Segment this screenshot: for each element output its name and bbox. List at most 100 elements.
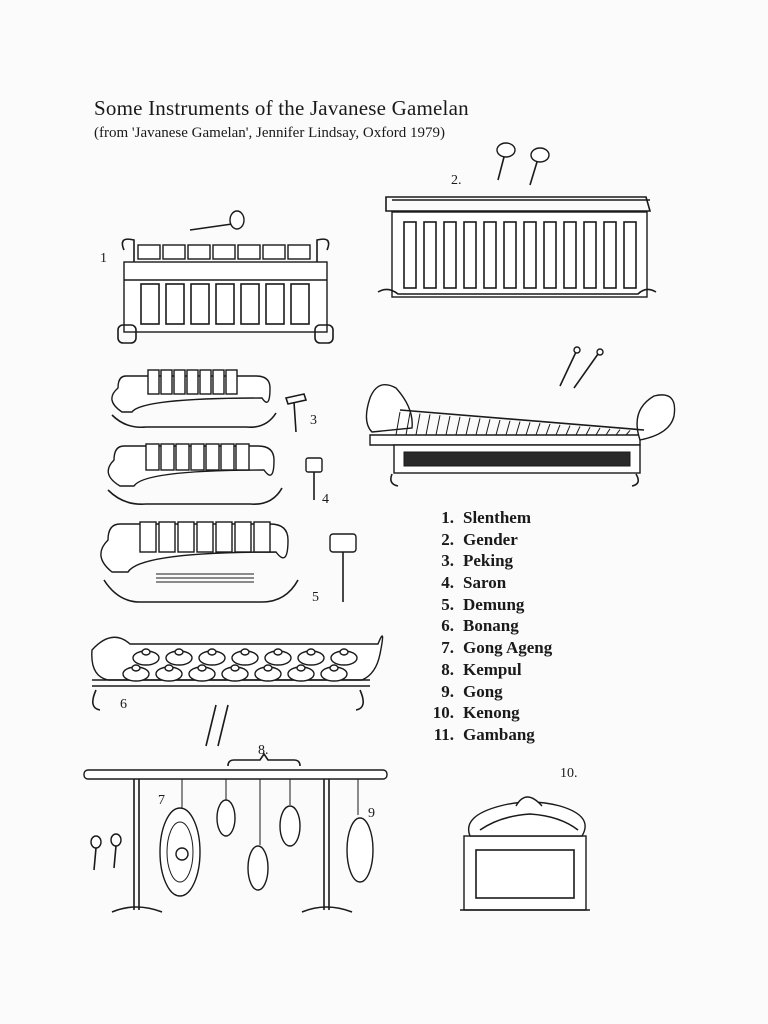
slenthem-resonator <box>240 283 260 325</box>
demung-key <box>139 521 157 553</box>
slenthem-resonator <box>190 283 210 325</box>
demung-key <box>253 521 271 553</box>
slenthem-resonator <box>140 283 160 325</box>
gambang-slat <box>595 427 601 436</box>
bonang-kettle-boss <box>230 664 240 672</box>
legend-number: 11. <box>433 724 454 744</box>
slenthem-key <box>187 244 211 260</box>
slenthem-resonator <box>265 283 285 325</box>
bonang-kettle-boss <box>296 664 306 672</box>
peking-drawing <box>111 369 308 433</box>
gambang-slat <box>585 426 591 436</box>
figure-label-2: 2. <box>451 173 462 188</box>
bonang-kettle-boss <box>263 664 273 672</box>
gender-resonator <box>623 221 637 289</box>
gambang-slat <box>455 416 461 436</box>
figure-label-9: 9 <box>368 806 375 821</box>
bonang-kettle-boss <box>339 648 349 656</box>
saron-key <box>190 443 205 471</box>
gender-resonator <box>443 221 457 289</box>
legend-item: 11. Gambang <box>420 725 552 747</box>
legend-item: 10. Kenong <box>420 703 552 725</box>
bonang-kettle-boss <box>329 664 339 672</box>
bonang-kettle-boss <box>174 648 184 656</box>
peking-key <box>160 369 173 395</box>
bonang-kettle-boss <box>131 664 141 672</box>
legend-item: 6.Bonang <box>420 616 552 638</box>
gender-resonator <box>483 221 497 289</box>
gambang-slat <box>465 417 471 436</box>
gender-drawing <box>377 142 657 298</box>
slenthem-key <box>237 244 261 260</box>
gender-resonator <box>423 221 437 289</box>
gambang-slat <box>565 425 571 436</box>
legend-instrument-name: Gender <box>463 529 518 549</box>
saron-key <box>205 443 220 471</box>
figure-label-4: 4 <box>322 492 329 507</box>
gambang-slat <box>415 413 421 436</box>
gambang-slat <box>495 419 501 436</box>
legend-number: 8. <box>441 659 454 679</box>
saron-key <box>220 443 235 471</box>
bonang-kettle-boss <box>273 648 283 656</box>
legend-instrument-name: Demung <box>463 594 525 614</box>
gambang-slat <box>525 422 531 436</box>
figure-label-6: 6 <box>120 697 127 712</box>
slenthem-key <box>287 244 311 260</box>
legend-item: 4.Saron <box>420 573 552 595</box>
peking-key <box>225 369 238 395</box>
gender-resonator <box>543 221 557 289</box>
figure-label-1: 1 <box>100 251 107 266</box>
gambang-slat <box>625 430 631 436</box>
figure-label-5: 5 <box>312 590 319 605</box>
peking-key <box>199 369 212 395</box>
gender-resonator <box>523 221 537 289</box>
legend-instrument-name: Gong Ageng <box>463 638 553 658</box>
demung-key <box>234 521 252 553</box>
gambang-slat <box>475 418 481 436</box>
gambang-drawing <box>365 346 676 487</box>
bonang-kettle-boss <box>164 664 174 672</box>
slenthem-drawing <box>117 210 334 344</box>
gambang-slat <box>395 411 401 436</box>
legend-number: 10. <box>432 703 454 723</box>
legend-number: 5. <box>441 594 454 614</box>
figure-label-3: 3 <box>310 413 317 428</box>
figure-label-8: 8. <box>258 743 269 758</box>
bonang-kettle-boss <box>306 648 316 656</box>
peking-key <box>186 369 199 395</box>
legend-item: 7. Gong Ageng <box>420 638 552 660</box>
gambang-slat <box>545 423 551 436</box>
legend-instrument-name: Saron <box>463 573 507 593</box>
gender-resonator <box>563 221 577 289</box>
saron-key <box>145 443 160 471</box>
legend-instrument-name: Kenong <box>463 703 520 723</box>
legend-instrument-name: Gambang <box>463 724 535 744</box>
gambang-slat <box>615 429 621 436</box>
gender-resonator <box>503 221 517 289</box>
demung-key <box>196 521 214 553</box>
gambang-slat <box>535 423 541 436</box>
gambang-slat <box>515 421 521 436</box>
demung-key <box>215 521 233 553</box>
legend-number: 3. <box>441 551 454 571</box>
demung-drawing <box>100 521 357 603</box>
legend-number: 7. <box>441 638 454 658</box>
gambang-slat <box>575 426 581 436</box>
legend-instrument-name: Slenthem <box>463 508 531 527</box>
bonang-kettle-boss <box>207 648 217 656</box>
figure-label-7: 7 <box>158 793 165 808</box>
legend-number: 1. <box>441 508 454 527</box>
legend-item: 3.Peking <box>420 551 552 573</box>
legend-item: 8.Kempul <box>420 660 552 682</box>
page-title: Some Instruments of the Javanese Gamelan <box>94 96 469 120</box>
slenthem-key <box>137 244 161 260</box>
kenong-drawing <box>460 796 590 911</box>
gender-resonator <box>583 221 597 289</box>
legend-number: 9. <box>441 681 454 701</box>
gambang-slat <box>555 424 561 436</box>
slenthem-resonator <box>290 283 310 325</box>
bonang-kettle-boss <box>141 648 151 656</box>
